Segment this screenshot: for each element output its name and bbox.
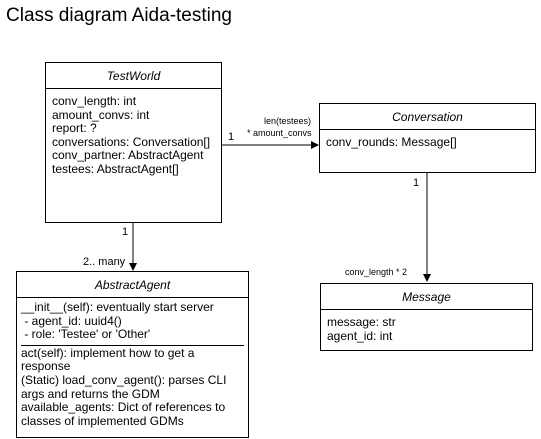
- class-conversation[interactable]: Conversation conv_rounds: Message[]: [319, 103, 536, 173]
- class-conversation-name: Conversation: [320, 104, 535, 130]
- methods-block: act(self): implement how to get a respon…: [21, 344, 244, 429]
- edge-source-multiplicity: 1: [228, 131, 235, 143]
- attribute: conv_rounds: Message[]: [326, 135, 457, 149]
- class-abstractagent-name: AbstractAgent: [17, 272, 248, 298]
- class-abstractagent[interactable]: AbstractAgent __init__(self): eventually…: [16, 271, 249, 438]
- edge-source-multiplicity: 1: [122, 226, 129, 238]
- class-message[interactable]: Message message: str agent_id: int: [320, 283, 533, 351]
- method-detail: - agent_id: uuid4(): [21, 313, 122, 328]
- method: __init__(self): eventually start server: [21, 300, 214, 314]
- method: available_agents: Dict of references to …: [21, 400, 226, 428]
- attribute: conv_length: int: [52, 94, 137, 108]
- edge-target-label: conv_length * 2: [345, 267, 408, 277]
- class-message-name: Message: [321, 284, 532, 310]
- attribute: conv_partner: AbstractAgent: [52, 148, 204, 163]
- attribute: message: str: [327, 315, 396, 329]
- class-testworld-attributes: conv_length: int amount_convs: int repor…: [46, 89, 221, 179]
- edge-target-multiplicity: 2.. many: [83, 256, 126, 268]
- attribute: agent_id: int: [327, 328, 393, 343]
- class-message-attributes: message: str agent_id: int: [321, 310, 532, 345]
- class-abstractagent-members: __init__(self): eventually start server …: [17, 298, 248, 428]
- method: (Static) load_conv_agent(): parses CLI a…: [21, 372, 227, 401]
- attribute: amount_convs: int: [52, 107, 150, 122]
- attribute: conversations: Conversation[]: [52, 134, 211, 149]
- init-block: __init__(self): eventually start server …: [21, 298, 244, 345]
- class-testworld-name: TestWorld: [46, 63, 221, 89]
- edge-label-bottom: * amount_convs: [247, 128, 312, 138]
- method-detail: - role: 'Testee' or 'Other': [21, 327, 151, 342]
- edge-source-multiplicity: 1: [413, 177, 420, 189]
- diagram-title: Class diagram Aida-testing: [6, 5, 232, 26]
- attribute: testees: AbstractAgent[]: [52, 161, 179, 176]
- class-conversation-attributes: conv_rounds: Message[]: [320, 130, 535, 152]
- class-testworld[interactable]: TestWorld conv_length: int amount_convs:…: [45, 62, 222, 223]
- attribute: report: ?: [52, 121, 97, 136]
- edge-label-top: len(testees): [264, 116, 312, 126]
- method: act(self): implement how to get a respon…: [21, 345, 195, 374]
